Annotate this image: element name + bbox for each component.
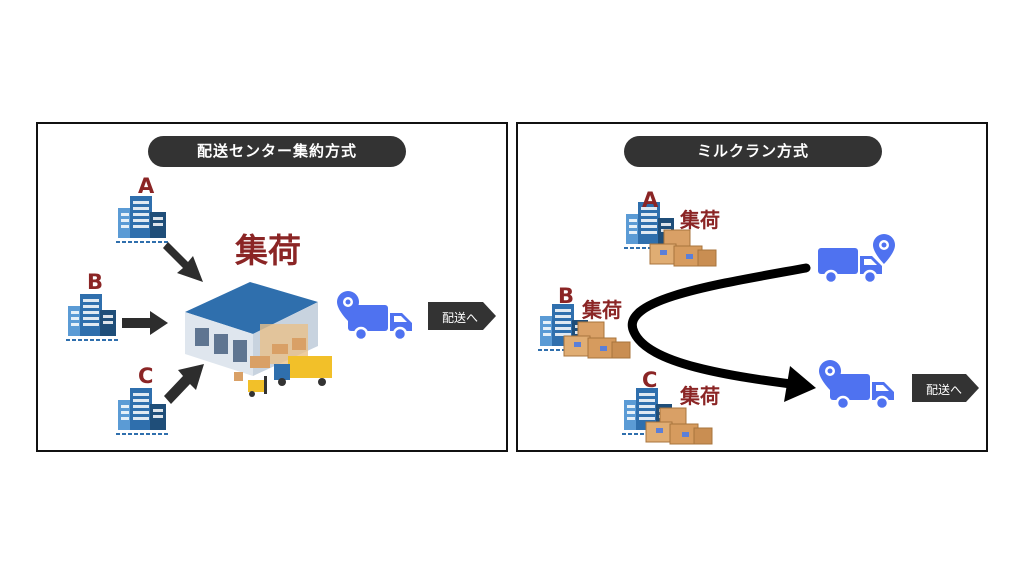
panel-title: ミルクラン方式 (624, 136, 882, 167)
building-icon (115, 387, 169, 435)
delivery-label: 配送へ (926, 383, 963, 397)
milk-run-panel: ミルクラン方式 A 集荷 B 集荷 C 集荷 配送へ (516, 122, 988, 452)
letter-a: A (138, 174, 155, 198)
collection-label-c: 集荷 (680, 384, 720, 408)
collection-label-a: 集荷 (680, 208, 720, 232)
panel-title: 配送センター集約方式 (148, 136, 406, 167)
right-diagram (537, 201, 979, 445)
letter-b: B (87, 270, 104, 294)
left-diagram (65, 195, 496, 435)
cargo-truck-icon (274, 356, 332, 386)
location-pin-icon (873, 234, 895, 264)
warehouse-icon (185, 282, 318, 376)
building-icon (115, 195, 169, 243)
collection-label: 集荷 (235, 231, 301, 270)
truck-icon (346, 303, 414, 342)
forklift-icon (234, 372, 267, 397)
route-arrowhead (784, 366, 816, 402)
building-icon (65, 293, 119, 341)
letter-a: A (642, 188, 659, 212)
collection-label-b: 集荷 (582, 298, 622, 322)
delivery-arrow (912, 374, 979, 402)
collection-center-panel: 配送センター集約方式 (36, 122, 508, 452)
delivery-arrow (428, 302, 496, 330)
truck-icon (816, 246, 884, 285)
letter-c: C (642, 368, 658, 392)
letter-c: C (138, 364, 154, 388)
inbound-arrows (122, 242, 204, 404)
route-arrow (627, 263, 811, 391)
letter-b: B (558, 284, 575, 308)
truck-icon (828, 372, 896, 411)
delivery-label: 配送へ (442, 311, 479, 325)
